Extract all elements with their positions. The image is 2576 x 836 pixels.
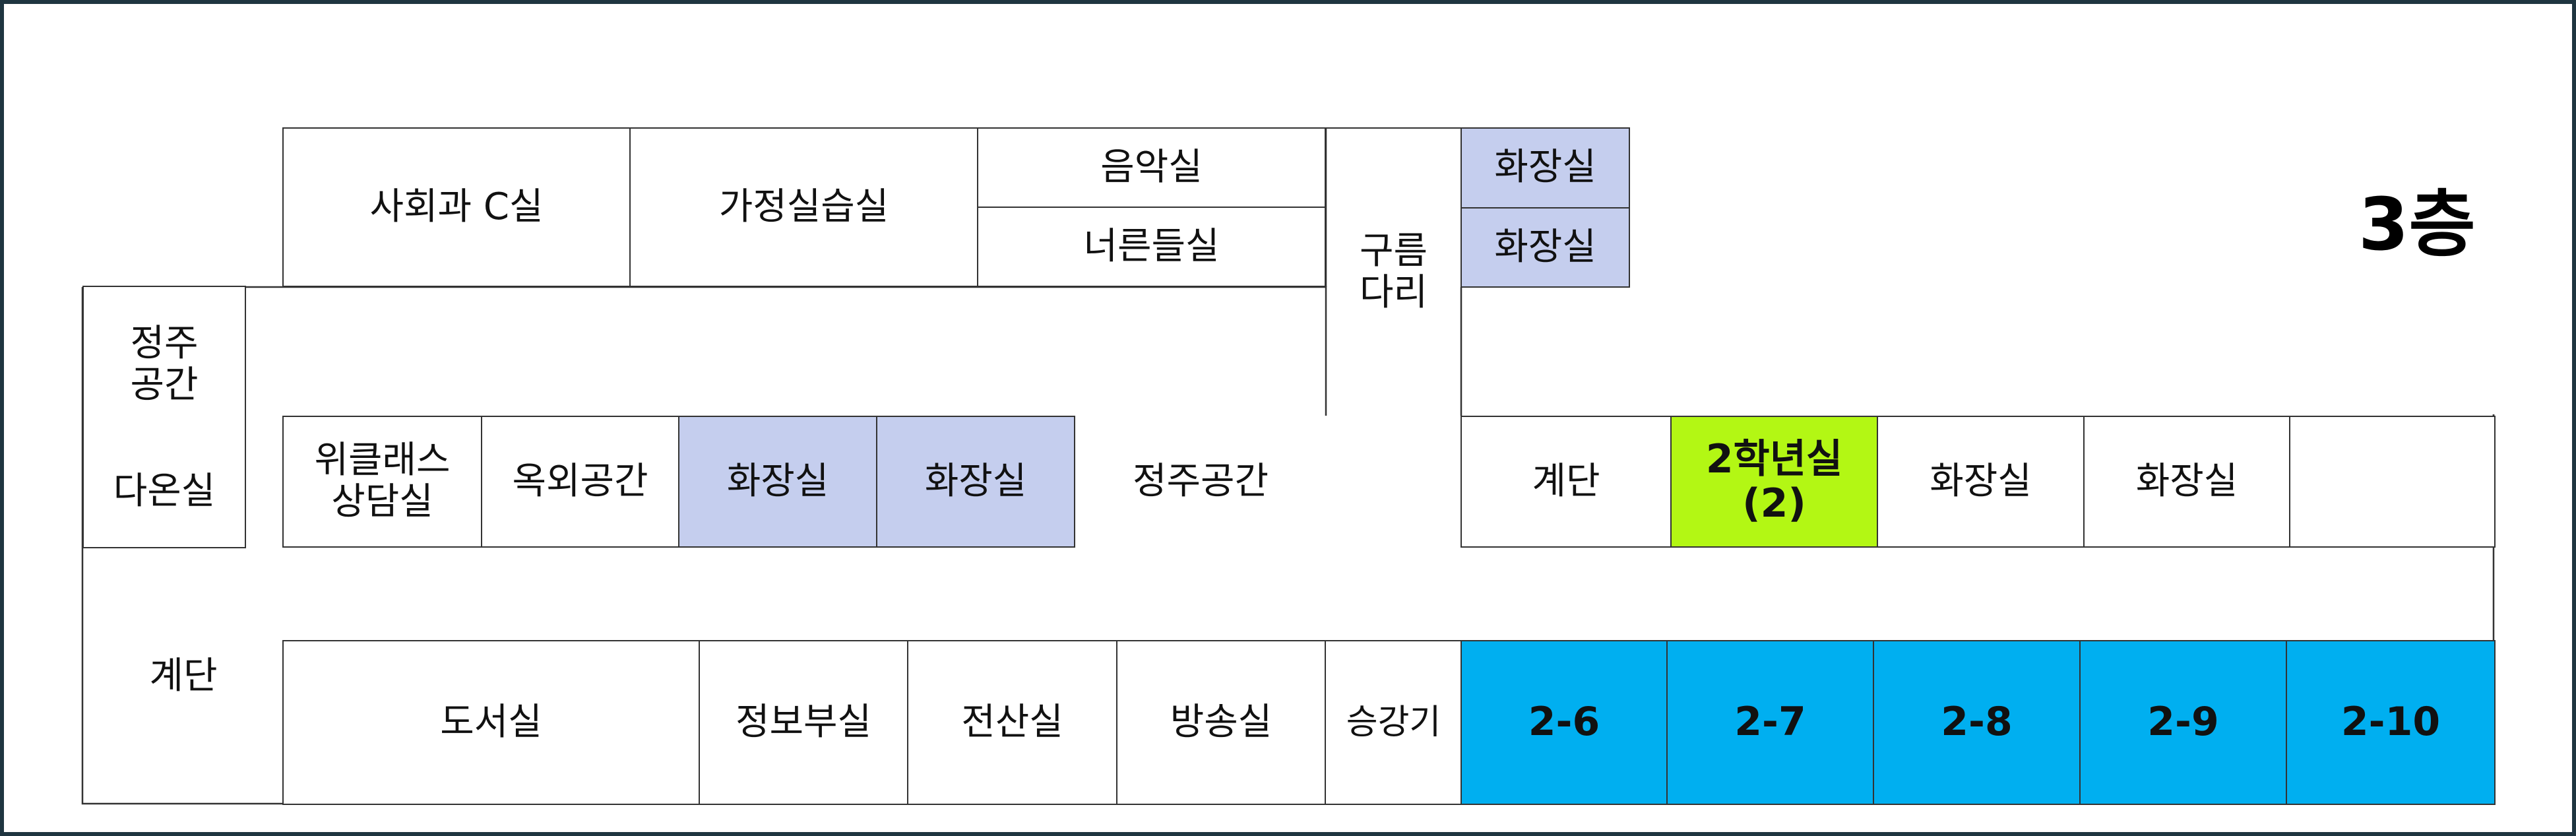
room-toilet-top-2: 화장실 <box>1461 207 1630 288</box>
floor-label: 3층 <box>2358 182 2476 267</box>
room-elevator: 승강기 <box>1325 640 1462 805</box>
room-jeongju-mid: 정주공간 <box>1132 459 1269 503</box>
room-broadcast: 방송실 <box>1116 640 1326 805</box>
room-toilet-mid-1: 화장실 <box>678 416 877 548</box>
room-toilet-top-1: 화장실 <box>1461 127 1630 209</box>
classroom-2-10: 2-10 <box>2286 640 2496 805</box>
room-music: 음악실 <box>977 127 1326 208</box>
classroom-2-6: 2-6 <box>1461 640 1668 805</box>
room-grade2-office: 2학년실 (2) <box>1670 416 1878 548</box>
classroom-2-7: 2-7 <box>1666 640 1874 805</box>
room-toilet-right-2: 화장실 <box>2083 416 2290 548</box>
room-neoreun: 너른들실 <box>977 207 1326 287</box>
room-computer: 전산실 <box>907 640 1117 805</box>
room-library: 도서실 <box>282 640 700 805</box>
room-daon: 다온실 <box>113 469 216 513</box>
room-jeongju-left: 정주 공간 <box>82 286 246 548</box>
room-outdoor: 옥외공간 <box>481 416 679 548</box>
classroom-2-8: 2-8 <box>1873 640 2081 805</box>
room-stairs-right: 계단 <box>1461 416 1672 548</box>
room-empty-right <box>2289 416 2496 548</box>
room-social-c: 사회과 C실 <box>282 127 631 287</box>
room-toilet-right-1: 화장실 <box>1877 416 2085 548</box>
room-home-ec: 가정실습실 <box>629 127 978 287</box>
room-toilet-mid-2: 화장실 <box>876 416 1075 548</box>
classroom-2-9: 2-9 <box>2079 640 2287 805</box>
room-stairs-left: 계단 <box>149 654 218 697</box>
room-info: 정보부실 <box>699 640 908 805</box>
room-wee-class: 위클래스 상담실 <box>282 416 482 548</box>
room-bridge: 구름 다리 <box>1325 127 1462 416</box>
